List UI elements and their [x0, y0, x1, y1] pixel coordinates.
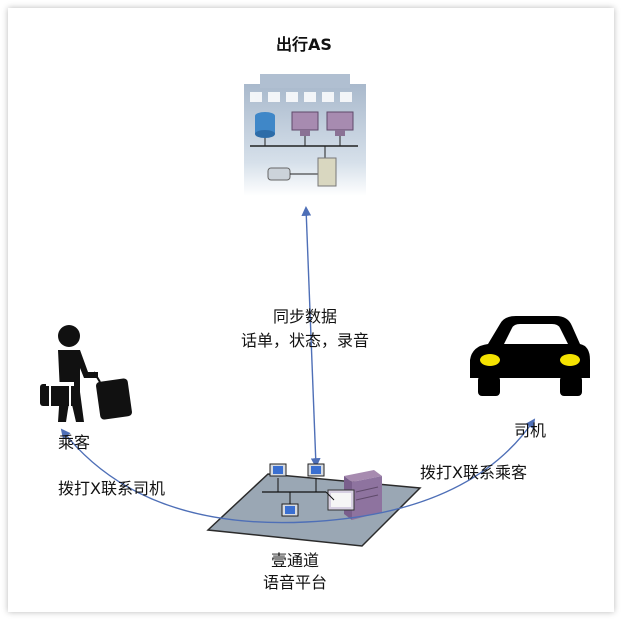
platform-network-icon: [206, 463, 422, 547]
driver-label: 司机: [513, 421, 546, 440]
passenger-icon: [40, 325, 132, 422]
platform-label-line1: 壹通道: [270, 551, 319, 570]
platform-label-line2: 语音平台: [262, 573, 327, 592]
call-arrow: [60, 418, 536, 524]
building-icon: [244, 74, 366, 196]
sync-label-line1: 同步数据: [272, 307, 337, 326]
title-label: 出行AS: [276, 35, 332, 54]
left-action-label: 拨打X联系司机: [58, 479, 165, 498]
right-action-label: 拨打X联系乘客: [420, 463, 527, 482]
passenger-label: 乘客: [57, 433, 90, 452]
sync-label-line2: 话单，状态，录音: [240, 331, 369, 350]
car-icon: [470, 316, 590, 396]
